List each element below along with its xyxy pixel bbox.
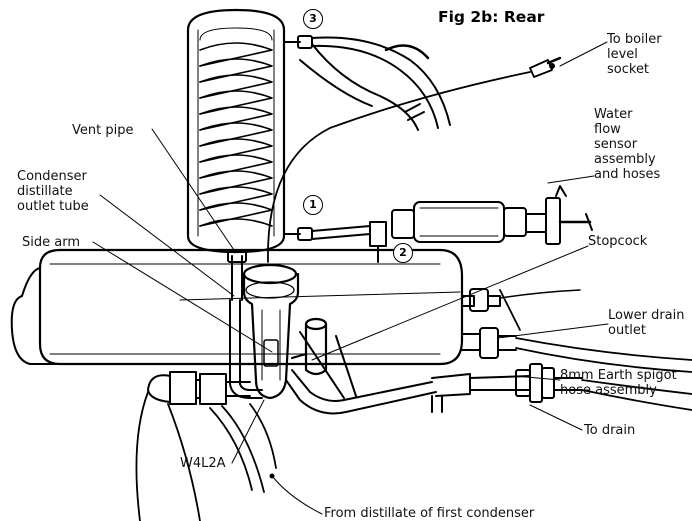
- right-fittings: [461, 288, 692, 373]
- label-boiler-level-socket: To boiler level socket: [607, 32, 662, 77]
- label-to-drain: To drain: [584, 423, 636, 438]
- figure-title: Fig 2b: Rear: [438, 8, 545, 26]
- label-vent-pipe: Vent pipe: [72, 123, 134, 138]
- condenser-coil: [199, 42, 273, 227]
- lower-hoses: [135, 289, 521, 521]
- leader-lines: [92, 41, 609, 515]
- label-stopcock: Stopcock: [588, 234, 648, 249]
- boiler-level-cable: [267, 56, 562, 263]
- top-hoses: [283, 35, 451, 131]
- boiler-vessel: [10, 248, 464, 366]
- stopcock-body: [242, 263, 328, 400]
- side-arm-tubes: [227, 249, 263, 399]
- marker-2: 2: [393, 243, 413, 263]
- label-side-arm: Side arm: [22, 235, 80, 250]
- label-condenser-distillate: Condenser distillate outlet tube: [17, 169, 89, 214]
- label-part-code: W4L2A: [180, 456, 226, 471]
- label-from-distillate: From distillate of first condenser: [324, 506, 535, 521]
- label-earth-spigot: 8mm Earth spigot hose assembly: [560, 368, 677, 398]
- lower-manifold: [147, 331, 692, 415]
- marker-3: 3: [303, 9, 323, 29]
- label-water-flow-sensor: Water flow sensor assembly and hoses: [594, 107, 661, 182]
- marker-1: 1: [303, 195, 323, 215]
- water-flow-sensor: [283, 185, 593, 263]
- label-lower-drain: Lower drain outlet: [608, 308, 685, 338]
